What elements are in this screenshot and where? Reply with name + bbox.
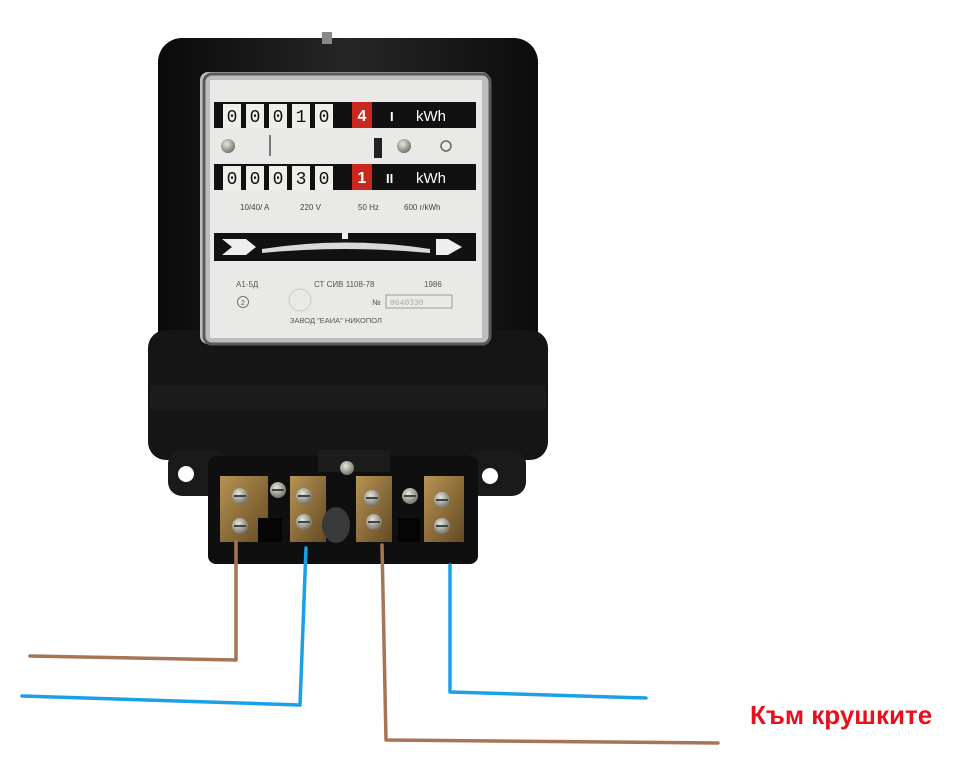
wire-neutral-out (448, 563, 648, 700)
register-1-digit: 0 (319, 108, 330, 128)
ratings-row: 10/40/ A 220 V 50 Hz 600 r/kWh (240, 203, 440, 212)
register-1-digit-window (246, 104, 264, 128)
register-2-digit: 0 (227, 170, 238, 190)
wire-phase-out (380, 543, 720, 745)
class-symbol: 2 (241, 300, 245, 307)
register-2-digit-window (269, 166, 287, 190)
register-1-mark: I (390, 109, 394, 124)
rating-constant: 600 r/kWh (404, 203, 440, 212)
register-1-digit-window (223, 104, 241, 128)
serial-number: 0640330 (390, 299, 424, 308)
register-1-digit: 0 (273, 108, 284, 128)
register-2-mark: II (386, 171, 393, 186)
register-1-unit: kWh (416, 108, 446, 125)
register-2-digit-window (246, 166, 264, 190)
register-1-digit: 0 (250, 108, 261, 128)
register-1-digit: 1 (296, 108, 307, 128)
rating-voltage: 220 V (300, 203, 322, 212)
register-2-fraction-window (352, 164, 372, 190)
register-2-digit: 0 (273, 170, 284, 190)
rating-frequency: 50 Hz (358, 203, 379, 212)
register-1-fraction: 4 (358, 108, 367, 125)
terminal-block (208, 450, 478, 564)
serial-prefix: № (372, 298, 381, 307)
register-2-digit-window (223, 166, 241, 190)
lead-seal (322, 507, 350, 543)
wiring (20, 540, 720, 745)
factory-logo-watermark (288, 288, 312, 312)
rotor-window (214, 233, 476, 261)
manufacture-year: 1986 (424, 280, 442, 289)
factory-name: ЗАВОД "ЕАИА" НИКОПОЛ (290, 316, 382, 325)
seal-screw (340, 461, 354, 475)
register-2-digit-window (292, 166, 310, 190)
register-2-digit: 0 (250, 170, 261, 190)
register-2-fraction: 1 (358, 170, 367, 187)
model-type: A1-5Д (236, 280, 259, 289)
register-2-digit: 3 (296, 170, 307, 190)
terminal-screws (232, 482, 450, 534)
rotor-disc (262, 242, 430, 253)
rating-current: 10/40/ A (240, 203, 270, 212)
to-bulbs-label: Към крушките (750, 700, 933, 730)
standard-code: СТ СИВ 1108-78 (314, 280, 375, 289)
left-arrow-icon (222, 239, 256, 255)
mounting-ears (168, 450, 526, 496)
wire-phase-in (28, 540, 238, 662)
register-1-digit-window (292, 104, 310, 128)
class-circle (237, 296, 249, 308)
wire-neutral-in (20, 546, 308, 707)
register-1-digit-window (315, 104, 333, 128)
info-plate: A1-5Д СТ СИВ 1108-78 1986 2 № 0640330 ЗА… (236, 280, 453, 325)
register-2-digit-window (315, 166, 333, 190)
register-1-digit-window (269, 104, 287, 128)
register-2-digit: 0 (319, 170, 330, 190)
right-arrow-icon (436, 239, 462, 255)
adjuster-row (221, 135, 452, 158)
register-1-digit: 0 (227, 108, 238, 128)
register-2-unit: kWh (416, 170, 446, 187)
register-1-fraction-window (352, 102, 372, 128)
